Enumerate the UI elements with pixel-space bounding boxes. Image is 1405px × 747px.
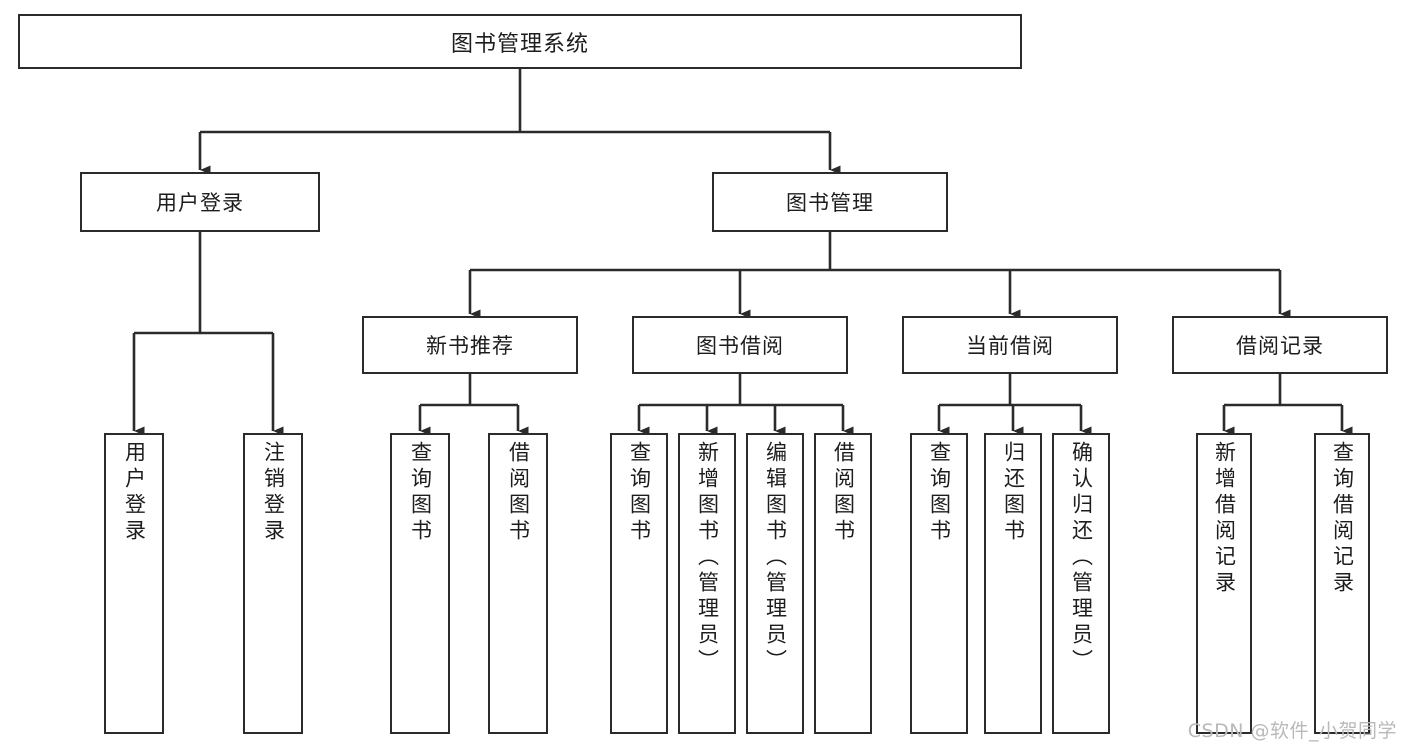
- node-leaf-borrow-book-2[interactable]: 借阅图书: [814, 433, 872, 734]
- node-label: 归还图书: [1001, 441, 1026, 545]
- node-leaf-query-book-2[interactable]: 查询图书: [610, 433, 668, 734]
- node-user-login[interactable]: 用户登录: [80, 172, 320, 232]
- node-leaf-logout[interactable]: 注销登录: [243, 433, 303, 734]
- node-leaf-borrow-book-1[interactable]: 借阅图书: [488, 433, 548, 734]
- node-leaf-return-book[interactable]: 归还图书: [984, 433, 1042, 734]
- node-new-book-rec[interactable]: 新书推荐: [362, 316, 578, 374]
- node-label: 用户登录: [122, 441, 147, 545]
- node-leaf-add-book[interactable]: 新增图书（管理员）: [678, 433, 736, 734]
- node-leaf-query-record[interactable]: 查询借阅记录: [1314, 433, 1370, 734]
- node-book-borrow[interactable]: 图书借阅: [632, 316, 848, 374]
- node-label: 查询图书: [627, 441, 652, 545]
- node-label: 借阅记录: [1236, 334, 1324, 358]
- node-current-borrow[interactable]: 当前借阅: [902, 316, 1118, 374]
- node-label: 新增借阅记录: [1212, 441, 1237, 597]
- node-label: 图书管理系统: [450, 31, 589, 57]
- node-label: 查询图书: [927, 441, 952, 545]
- node-borrow-record[interactable]: 借阅记录: [1172, 316, 1388, 374]
- node-label: 借阅图书: [831, 441, 856, 545]
- node-label: 编辑图书（管理员）: [763, 441, 788, 675]
- node-leaf-query-book-1[interactable]: 查询图书: [390, 433, 450, 734]
- node-book-manage[interactable]: 图书管理: [712, 172, 948, 232]
- node-label: 新书推荐: [426, 334, 514, 358]
- node-label: 新增图书（管理员）: [695, 441, 720, 675]
- node-label: 注销登录: [261, 441, 286, 545]
- node-label: 借阅图书: [506, 441, 531, 545]
- node-leaf-user-login[interactable]: 用户登录: [104, 433, 164, 734]
- node-label: 确认归还（管理员）: [1069, 441, 1094, 675]
- node-label: 当前借阅: [966, 334, 1054, 358]
- node-label: 图书借阅: [696, 334, 784, 358]
- node-label: 查询借阅记录: [1330, 441, 1355, 597]
- node-leaf-add-record[interactable]: 新增借阅记录: [1196, 433, 1252, 734]
- node-label: 查询图书: [408, 441, 433, 545]
- edge-group: [132, 69, 1353, 436]
- node-leaf-query-book-3[interactable]: 查询图书: [910, 433, 968, 734]
- node-label: 图书管理: [786, 191, 874, 215]
- node-leaf-edit-book[interactable]: 编辑图书（管理员）: [746, 433, 804, 734]
- node-root[interactable]: 图书管理系统: [18, 14, 1022, 69]
- node-label: 用户登录: [156, 191, 244, 215]
- node-leaf-confirm-return[interactable]: 确认归还（管理员）: [1052, 433, 1110, 734]
